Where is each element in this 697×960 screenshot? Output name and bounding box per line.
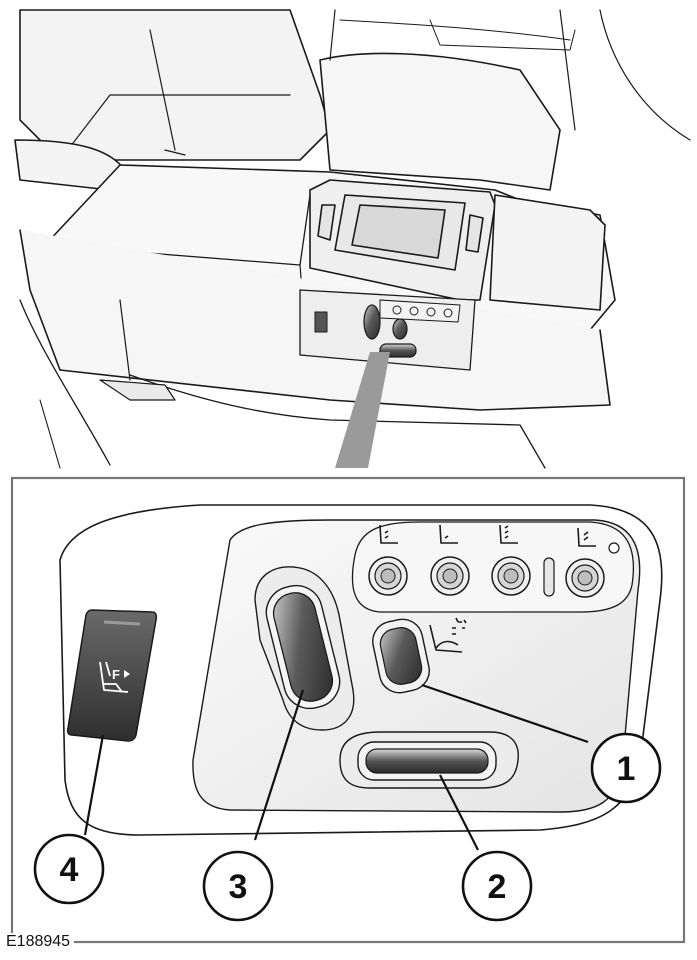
zoom-wedge [335,352,390,468]
massage-control[interactable] [369,616,433,697]
climate-button-3[interactable] [491,556,531,596]
climate-button-2[interactable] [430,556,470,596]
backrest-control[interactable] [254,566,355,731]
callout-1: 1 [590,732,662,804]
callout-3: 3 [202,850,274,922]
svg-text:2: 2 [488,868,507,906]
callout-2: 2 [461,850,533,922]
rear-armrest-overview [14,9,691,469]
climate-button-1[interactable] [368,556,408,596]
massage-icon [429,617,467,653]
cushion-control[interactable] [339,731,519,789]
svg-text:1: 1 [617,750,636,788]
climate-buttons-strip [351,521,635,613]
switch-panel-detail: F [59,504,663,836]
front-seat-switch[interactable]: F [66,609,158,742]
svg-text:F: F [112,667,120,682]
svg-text:3: 3 [229,868,248,906]
climate-button-4[interactable] [565,558,605,598]
leader-lines [83,683,589,851]
callout-4: 4 [33,833,105,905]
seat-forward-icon [99,661,129,693]
figure-reference-code: E188945 [6,933,75,951]
svg-text:4: 4 [60,851,79,889]
